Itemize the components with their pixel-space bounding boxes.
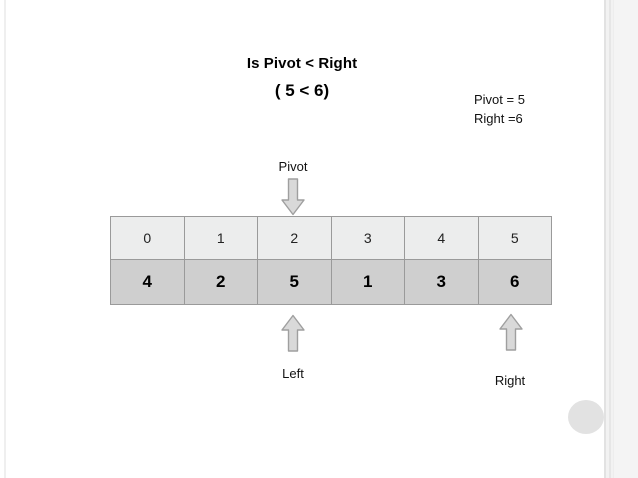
array-value-cell: 4 xyxy=(110,259,185,305)
array-index-cell: 2 xyxy=(257,216,332,260)
array-value-cell: 2 xyxy=(183,259,258,305)
array-value-row: 4 2 5 1 3 6 xyxy=(110,259,552,305)
pivot-marker-label: Pivot xyxy=(278,159,308,174)
legend-right-value: Right =6 xyxy=(474,111,523,126)
array-value-cell: 3 xyxy=(404,259,479,305)
arrow-up-icon-right xyxy=(498,313,524,351)
page-subtitle-comparison: ( 5 < 6) xyxy=(274,81,330,100)
array-index-row: 0 1 2 3 4 5 xyxy=(110,216,552,260)
right-pointer-label: Right xyxy=(494,373,526,388)
array-value-cell: 1 xyxy=(330,259,405,305)
array-value-cell: 5 xyxy=(257,259,332,305)
page-title: Is Pivot < Right xyxy=(246,55,358,72)
document-scrollbar-gutter[interactable] xyxy=(604,0,638,478)
arrow-down-icon xyxy=(280,178,306,216)
array-value-cell: 6 xyxy=(477,259,552,305)
decorative-circle xyxy=(568,400,604,434)
array-index-cell: 4 xyxy=(404,216,479,260)
left-pointer-label: Left xyxy=(282,366,304,381)
array-index-cell: 5 xyxy=(477,216,552,260)
gutter-edge-inner xyxy=(613,0,614,478)
gutter-edge-middle xyxy=(609,0,611,478)
gutter-track[interactable] xyxy=(614,0,638,478)
gutter-edge-outer xyxy=(604,0,606,478)
array-index-cell: 1 xyxy=(183,216,258,260)
page-left-edge-rule xyxy=(4,0,6,478)
array-index-cell: 0 xyxy=(110,216,185,260)
array-index-cell: 3 xyxy=(330,216,405,260)
arrow-up-icon-left xyxy=(280,314,306,352)
array-table: 0 1 2 3 4 5 4 2 5 1 3 6 xyxy=(110,216,552,305)
legend-values: Pivot = 5 Right =6 xyxy=(474,90,525,128)
legend-pivot-value: Pivot = 5 xyxy=(474,92,525,107)
